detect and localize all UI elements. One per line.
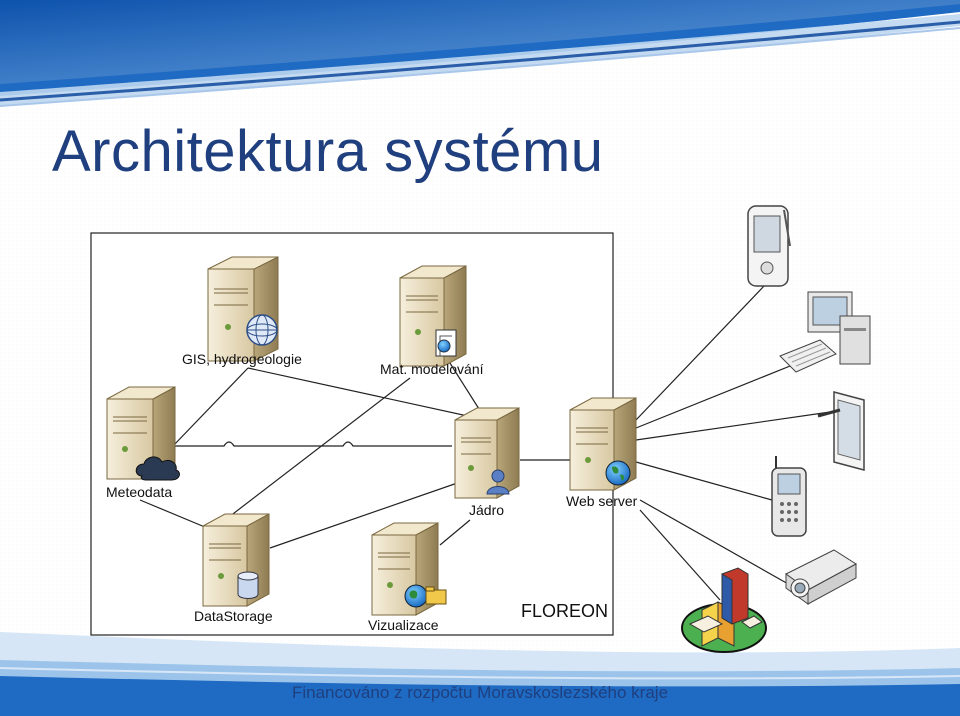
diagram-frame (90, 232, 614, 636)
brand-floreon: FLOREON (521, 601, 608, 621)
desktop-computer-icon (779, 291, 871, 373)
cloud-icon (135, 456, 180, 481)
server-jadro (454, 407, 520, 499)
server-gis (207, 256, 279, 362)
server-datastorage (202, 513, 270, 607)
globe-icon (246, 314, 278, 346)
slide-title: Architektura systému (52, 119, 604, 184)
label-meteo: Meteodata (106, 484, 172, 500)
user-icon (486, 469, 510, 495)
model-document-icon (435, 329, 457, 357)
server-meteo (106, 386, 176, 480)
top-band (0, 0, 960, 107)
web-globe-icon (605, 460, 631, 486)
database-icon (237, 571, 259, 599)
bottom-band (0, 632, 960, 716)
label-jadro: Jádro (469, 502, 504, 518)
label-vizualizace: Vizualizace (368, 617, 439, 633)
label-mat: Mat. modelování (380, 361, 484, 377)
viz-globe-folder-icon (404, 584, 447, 608)
tablet-icon (817, 391, 865, 471)
connections (139, 284, 831, 601)
label-gis: GIS, hydrogeologie (182, 351, 302, 367)
pda-icon (747, 205, 791, 287)
mobile-phone-icon (771, 456, 807, 537)
label-web: Web server (566, 493, 638, 509)
footer-funding-text: Financováno z rozpočtu Moravskoslezského… (291, 683, 669, 702)
projector-icon (785, 549, 857, 605)
town-buildings-icon (681, 567, 767, 653)
label-datastorage: DataStorage (194, 608, 273, 624)
